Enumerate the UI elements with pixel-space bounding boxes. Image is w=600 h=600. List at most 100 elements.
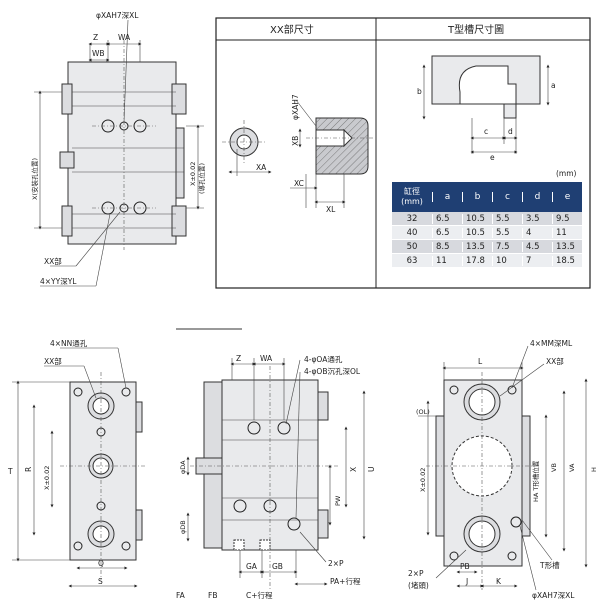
dim-k: K <box>496 577 502 586</box>
table-col-header: c <box>492 192 522 202</box>
table-cell: 10.5 <box>462 213 492 224</box>
dim-xx-left: XX部 <box>44 356 62 366</box>
dim-fa: FA <box>176 591 186 600</box>
t-dim-c: c <box>484 127 488 136</box>
table-cell: 8.5 <box>432 241 462 252</box>
dim-c-stroke: C+行程 <box>246 590 273 600</box>
bottom-right-view: L 4×MM深ML XX部 (OL) X±0.02 VB VA H HA T形槽… <box>408 339 598 600</box>
table-cell: 3.5 <box>522 213 552 224</box>
dim-xa: X±0.02 <box>189 162 197 186</box>
dim-gb: GB <box>272 562 283 571</box>
table-cell: 13.5 <box>462 241 492 252</box>
table-cell-bore: 40 <box>406 227 418 238</box>
t-dim-d: d <box>508 127 513 136</box>
dim-t-slot: T形槽 <box>539 560 560 570</box>
dim-q: Q <box>98 559 104 568</box>
dim-ga: GA <box>246 562 258 571</box>
dim-x-install: X(安裝孔位置) <box>30 158 39 200</box>
table-cell: 4.5 <box>522 241 552 252</box>
dim-va: VA <box>568 463 576 472</box>
dim-pb: PB <box>460 562 470 571</box>
table-cell: 10 <box>492 255 522 266</box>
dim-wa-center: WA <box>260 354 273 363</box>
dim-xl: XL <box>326 205 336 214</box>
dim-t: T <box>7 467 13 476</box>
table-col-header: a <box>432 192 462 202</box>
table-cell-bore: 63 <box>406 255 418 266</box>
dim-ha: HA T形槽位置 <box>531 460 540 502</box>
dim-z-center: Z <box>236 354 241 363</box>
table-cell: 10.5 <box>462 227 492 238</box>
table-col-header: b <box>462 192 492 202</box>
dim-h: H <box>590 467 598 472</box>
dim-xx-right: XX部 <box>546 356 564 366</box>
spec-box: XX部尺寸 T型槽尺寸圖 XA XB φXAH7 XC XL b a <box>215 17 591 289</box>
table-cell: 7.5 <box>492 241 522 252</box>
dim-pa: PA+行程 <box>330 576 361 586</box>
dim-l: L <box>478 357 483 366</box>
table-cell: 6.5 <box>432 227 462 238</box>
cylinder-body-side <box>67 61 177 245</box>
table-cell-bore: 50 <box>406 241 418 252</box>
dim-2p-sub: (堵頭) <box>408 580 429 590</box>
dim-vb: VB <box>550 463 558 472</box>
dim-ol: (OL) <box>416 408 430 416</box>
dim-xb: XB <box>291 136 300 146</box>
table-col-header: d <box>522 192 552 202</box>
dim-xa-sub: (導孔位置) <box>197 163 206 194</box>
table-cell-bore: 32 <box>406 213 418 224</box>
dim-xah7-top: φXAH7深XL <box>96 11 139 20</box>
top-left-view: Z WA WB φXAH7深XL X(安裝孔位置) X±0.02 (導孔位置) … <box>30 11 206 287</box>
dim-2p-right: 2×P <box>408 569 424 578</box>
table-cell: 11 <box>432 255 462 266</box>
t-dim-e: e <box>490 153 495 162</box>
dim-xah7-right: φXAH7深XL <box>532 591 575 600</box>
dim-mm: 4×MM深ML <box>530 339 573 348</box>
dim-wb: WB <box>92 49 105 58</box>
dim-z: Z <box>93 33 98 42</box>
t-panel-title: T型槽尺寸圖 <box>447 23 504 36</box>
dim-s: S <box>98 577 103 586</box>
table-cell: 5.5 <box>492 213 522 224</box>
dim-wa: WA <box>118 33 131 42</box>
table-cell: 11 <box>552 227 582 238</box>
dim-x-center: X <box>349 467 358 472</box>
bore-header: 缸徑 (mm) <box>401 187 423 206</box>
t-dim-b: b <box>417 87 422 96</box>
table-unit: (mm) <box>556 169 577 178</box>
bottom-center-view: Z WA 4-φOA通孔 4-φOB沉孔深OL φDA φDB X U PW G… <box>176 354 376 600</box>
bottom-left-view: 4×NN通孔 XX部 T R X±0.02 Q S <box>7 328 242 588</box>
dim-ob: 4-φOB沉孔深OL <box>304 367 361 376</box>
t-dim-a: a <box>551 81 556 90</box>
dim-da: φDA <box>179 460 187 474</box>
xx-panel-title: XX部尺寸 <box>270 23 314 36</box>
dim-2p-center: 2×P <box>328 559 344 568</box>
dim-xc: XC <box>294 179 304 188</box>
dim-r: R <box>24 467 33 472</box>
table-cell: 5.5 <box>492 227 522 238</box>
table-cell: 7 <box>522 255 552 266</box>
table-cell: 17.8 <box>462 255 492 266</box>
dim-pw: PW <box>334 495 342 506</box>
dim-fb: FB <box>208 591 217 600</box>
table-cell: 6.5 <box>432 213 462 224</box>
dim-j: J <box>465 577 468 586</box>
dim-oa: 4-φOA通孔 <box>304 354 343 364</box>
dim-xx-part: XX部 <box>44 256 62 266</box>
dim-u: U <box>367 467 376 473</box>
dim-db: φDB <box>179 520 187 534</box>
dim-xah7-detail: φXAH7 <box>291 94 300 120</box>
dim-x-left: X±0.02 <box>43 466 51 490</box>
table-cell: 18.5 <box>552 255 582 266</box>
dim-x-right: X±0.02 <box>419 468 427 492</box>
dim-yy: 4×YY深YL <box>40 277 77 286</box>
table-col-header: e <box>552 192 582 202</box>
